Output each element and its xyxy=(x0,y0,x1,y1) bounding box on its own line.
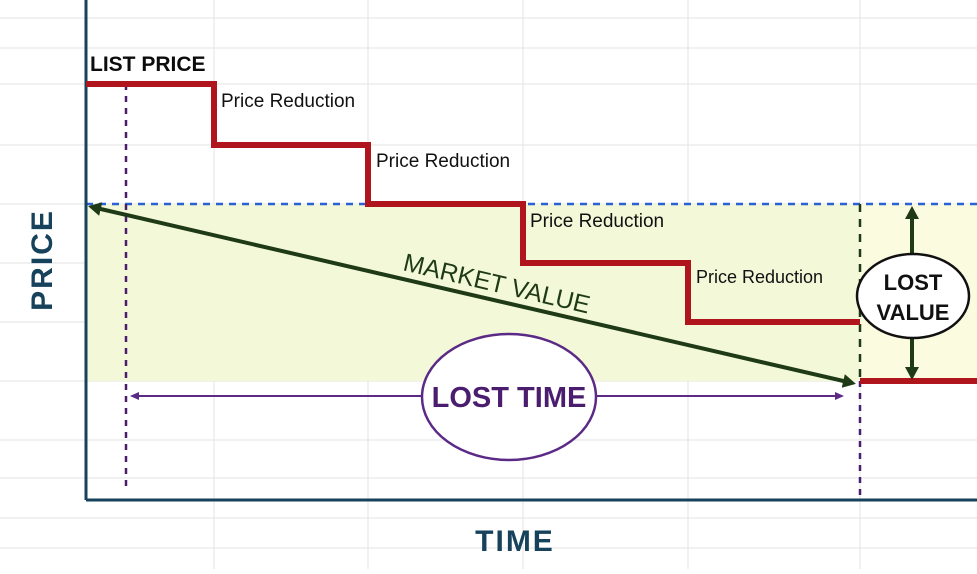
price-reduction-label-2: Price Reduction xyxy=(376,151,510,172)
price-reduction-label-4: Price Reduction xyxy=(696,267,823,287)
price-reduction-label-3: Price Reduction xyxy=(530,211,664,232)
price-reduction-label-1: Price Reduction xyxy=(221,91,355,112)
lost-time-label: LOST TIME xyxy=(432,382,587,414)
x-axis-label: TIME xyxy=(475,525,555,558)
market-value-arrow xyxy=(88,202,856,388)
lost-value-label-line1: LOST xyxy=(884,270,943,295)
lost-value-ellipse xyxy=(855,252,971,340)
lost-value-label-line2: VALUE xyxy=(877,300,950,325)
list-price-label: LIST PRICE xyxy=(90,53,206,76)
y-axis-label: PRICE xyxy=(26,209,59,311)
lost-time-ellipse xyxy=(420,332,598,462)
